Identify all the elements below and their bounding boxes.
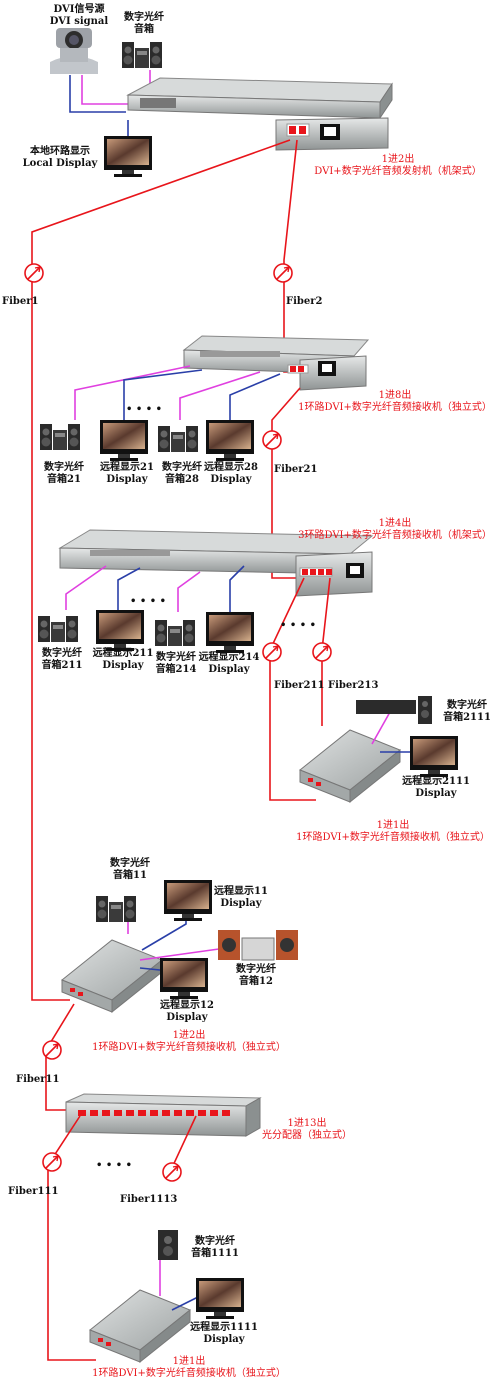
fiber1-label: Fiber1 — [2, 296, 39, 307]
spk21-label: 数字光纤音箱21 — [44, 462, 84, 485]
fiber1113-label: Fiber1113 — [120, 1194, 178, 1205]
fiber-icon — [42, 1040, 62, 1060]
spk11-label: 数字光纤音箱11 — [110, 858, 150, 881]
fiber-icon — [162, 1162, 182, 1182]
spk2111-label: 数字光纤音箱2111 — [443, 700, 491, 723]
speaker-icon — [96, 896, 136, 922]
receiver-8-rack — [182, 335, 370, 391]
receiver-1111-box — [89, 1289, 191, 1363]
fiber111-label: Fiber111 — [8, 1186, 59, 1197]
dots: • • • • — [95, 1160, 132, 1171]
monitor-icon — [196, 1278, 244, 1319]
speaker-icon — [158, 426, 198, 452]
fiber-icon — [262, 642, 282, 662]
monitor-icon — [206, 612, 254, 653]
monitor-icon — [410, 736, 458, 777]
monitor-icon — [100, 420, 148, 461]
receiver-2111-box — [299, 729, 401, 803]
monitor-icon — [96, 610, 144, 651]
spk214-label: 数字光纤音箱214 — [155, 652, 197, 675]
fiber211-label: Fiber211 — [274, 680, 325, 691]
spk28-label: 数字光纤音箱28 — [162, 462, 202, 485]
receiver-12-box — [61, 939, 163, 1013]
fiber213-label: Fiber213 — [328, 680, 379, 691]
tx-speaker-label: 数字光纤音箱 — [124, 12, 164, 35]
speaker-icon — [218, 930, 298, 961]
monitor-icon — [104, 136, 152, 177]
spk1111-label: 数字光纤音箱1111 — [191, 1236, 239, 1259]
spk12-label: 数字光纤音箱12 — [236, 964, 276, 987]
dots: • • • • — [129, 596, 166, 607]
monitor-icon — [160, 958, 208, 999]
transmitter-rack — [126, 77, 393, 151]
speaker-icon — [356, 696, 432, 724]
fiber-icon — [24, 263, 44, 283]
monitor-icon — [206, 420, 254, 461]
speaker-icon — [122, 42, 162, 68]
dots: • • • • — [125, 404, 162, 415]
speaker-icon — [158, 1230, 178, 1260]
receiver-4-rack — [58, 529, 374, 597]
fiber-icon — [262, 430, 282, 450]
fiber-icon — [42, 1152, 62, 1172]
fiber21-label: Fiber21 — [274, 464, 318, 475]
spk211-label: 数字光纤音箱211 — [41, 648, 83, 671]
speaker-icon — [38, 616, 78, 642]
dots: • • • • — [279, 620, 316, 631]
speaker-icon — [155, 620, 195, 646]
camera-icon — [50, 28, 98, 74]
fiber-icon — [273, 263, 293, 283]
splitter-rack — [65, 1093, 262, 1137]
monitor-icon — [164, 880, 212, 921]
fiber-icon — [312, 642, 332, 662]
fiber11-label: Fiber11 — [16, 1074, 60, 1085]
fiber2-label: Fiber2 — [286, 296, 323, 307]
splitter-label: 1进13出光分配器（独立式） — [262, 1118, 352, 1141]
speaker-icon — [40, 424, 80, 450]
